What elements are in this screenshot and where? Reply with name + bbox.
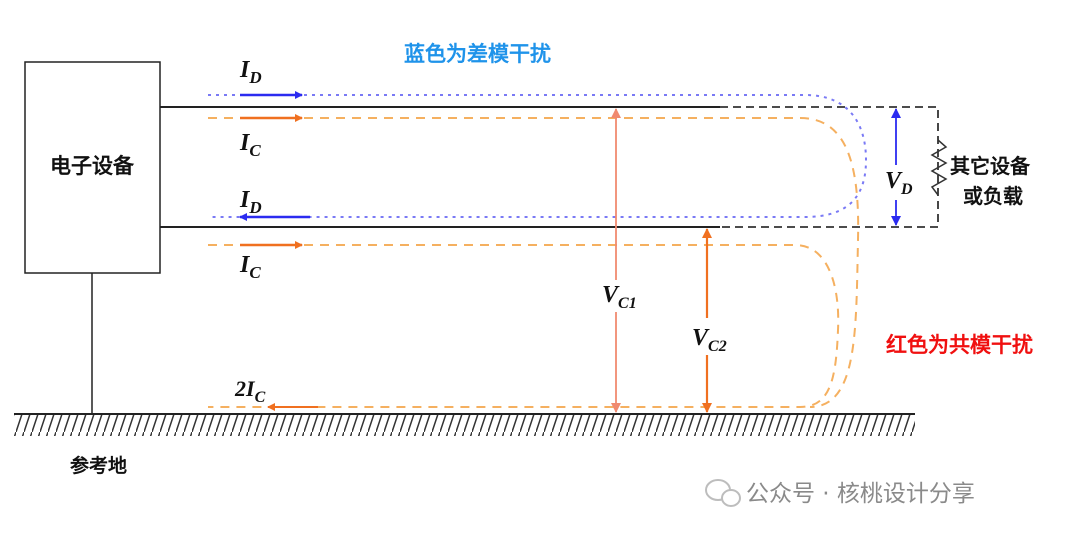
ground-plane [14,414,915,436]
label-vc1: VC1 [602,282,637,312]
wechat-icon [705,479,741,507]
label-2ic: 2IC [234,376,266,406]
electronic-device-box [24,61,161,274]
load-label-line1: 其它设备 [950,154,1031,178]
load-label-line2: 或负载 [963,184,1023,208]
common-current-path-top [208,117,860,408]
load-connection [720,106,939,228]
label-vd: VD [885,168,913,198]
ground-label: 参考地 [70,454,127,477]
differential-current-loop [208,94,868,218]
label-id-top: ID [239,57,262,87]
device-label: 电子设备 [50,154,135,178]
load-resistor [930,139,948,196]
label-ic-top: IC [239,130,261,160]
label-id-bottom: ID [239,187,262,217]
common-current-path-bottom [208,244,840,408]
watermark: 公众号 · 核桃设计分享 [746,481,975,507]
label-ic-bottom: IC [239,252,261,282]
common-mode-note: 红色为共模干扰 [886,333,1033,357]
label-vc2: VC2 [692,325,727,355]
differential-note: 蓝色为差模干扰 [404,42,551,66]
